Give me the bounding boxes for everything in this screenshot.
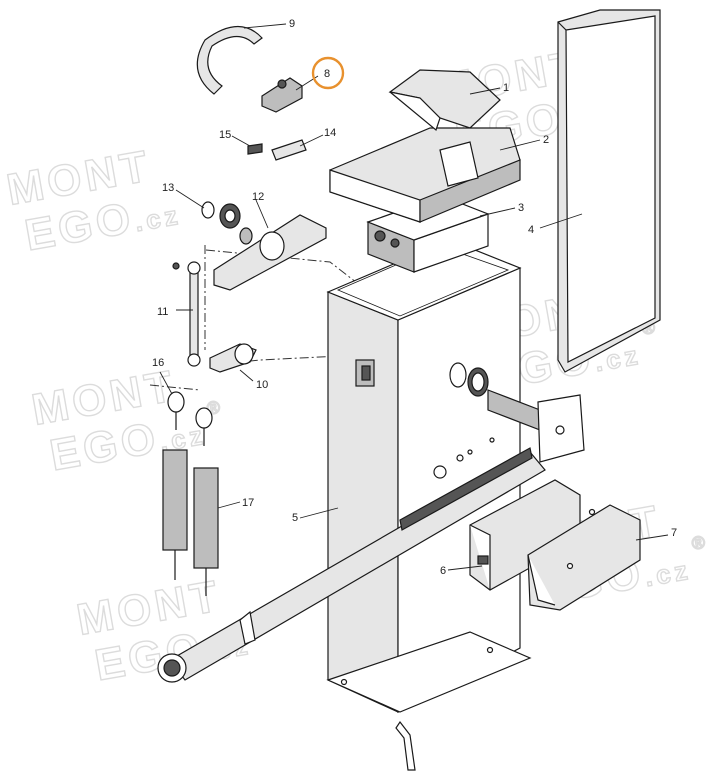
callout-13: 13 [162, 182, 174, 194]
callout-11: 11 [157, 306, 168, 318]
part-7-guard [527, 504, 641, 611]
part-14-plate [271, 139, 307, 161]
callout-3: 3 [518, 202, 524, 214]
callout-7: 7 [671, 527, 677, 539]
part-16-eye-bolts [167, 391, 213, 446]
part-1-lid [388, 69, 501, 132]
callout-8: 8 [324, 68, 330, 80]
leader-lines [159, 23, 669, 571]
callout-2: 2 [543, 134, 549, 146]
callout-17: 17 [242, 497, 254, 509]
watermark-suffix: .cz [642, 555, 693, 593]
part-17-springs [162, 449, 219, 596]
part-2-top-cover [329, 127, 521, 223]
part-10-crank [209, 343, 257, 373]
boom-arm [157, 447, 546, 683]
callout-14: 14 [324, 127, 336, 139]
callout-10: 10 [256, 379, 268, 391]
callout-labels: 1 2 3 4 5 6 7 8 9 10 11 12 13 14 15 16 1… [152, 18, 677, 577]
watermark-suffix: .cz [132, 200, 183, 238]
callout-6: 6 [440, 565, 446, 577]
callout-4: 4 [528, 224, 534, 236]
part-12-lever-arm [213, 214, 327, 291]
part-6-bracket [469, 479, 581, 591]
watermark-mark: ® [690, 531, 710, 554]
part-15-screw [247, 143, 263, 155]
callout-12: 12 [252, 191, 264, 203]
callout-9: 9 [289, 18, 295, 30]
part-11-linkage [172, 261, 201, 367]
part-5-base-plate [326, 631, 532, 771]
part-9-retaining-ring [196, 25, 263, 95]
callout-5: 5 [292, 512, 298, 524]
part-8-latch [261, 77, 303, 113]
callout-15: 15 [219, 129, 231, 141]
part-4-side-panel [557, 9, 661, 373]
callout-1: 1 [503, 82, 509, 94]
part-13-bearing-set [201, 201, 253, 245]
highlight-ring-8 [311, 56, 345, 90]
bearing-shaft [449, 362, 585, 463]
callout-16: 16 [152, 357, 164, 369]
